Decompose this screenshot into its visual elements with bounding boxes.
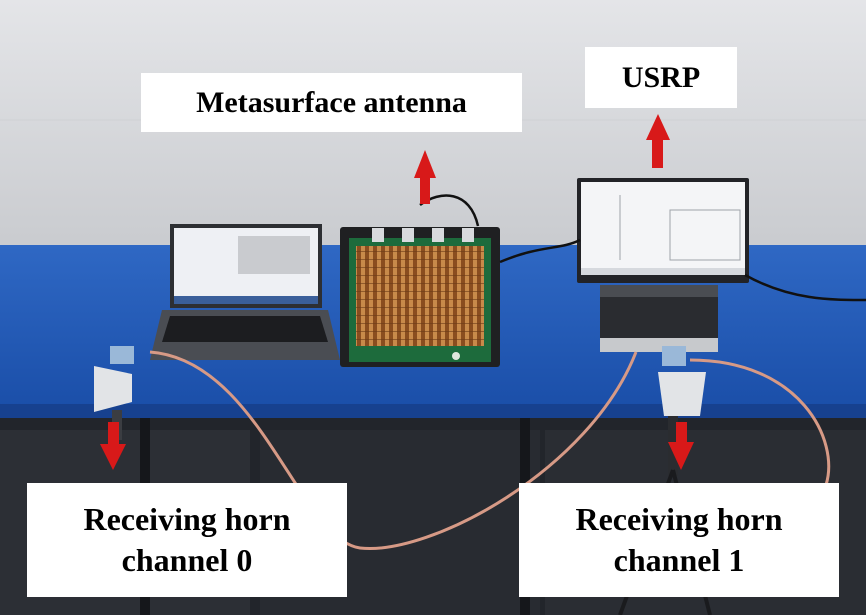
arrow-rx1 (668, 422, 694, 470)
usrp-text: USRP (621, 60, 701, 94)
rx0-line1: Receiving horn (83, 501, 291, 537)
receiving-horn-channel-1-label: Receiving horn channel 1 (519, 483, 839, 597)
metasurface-panel (340, 227, 500, 367)
cable-right (689, 358, 831, 486)
arrow-rx0 (100, 422, 126, 470)
cable-left (149, 350, 638, 551)
metasurface-antenna-label: Metasurface antenna (141, 73, 522, 132)
rx1-line1: Receiving horn (575, 501, 783, 537)
arrow-usrp (646, 114, 670, 168)
laptop (150, 224, 340, 360)
rx0-line2: channel 0 (121, 542, 253, 578)
arrow-metasurface (414, 150, 436, 204)
usrp-label: USRP (585, 47, 737, 108)
receiving-horn-channel-0-label: Receiving horn channel 0 (27, 483, 347, 597)
table-edge (0, 404, 866, 418)
monitor (577, 178, 749, 283)
usrp-device (600, 285, 718, 352)
rx1-line2: channel 1 (613, 542, 745, 578)
metasurface-antenna-text: Metasurface antenna (196, 85, 467, 119)
